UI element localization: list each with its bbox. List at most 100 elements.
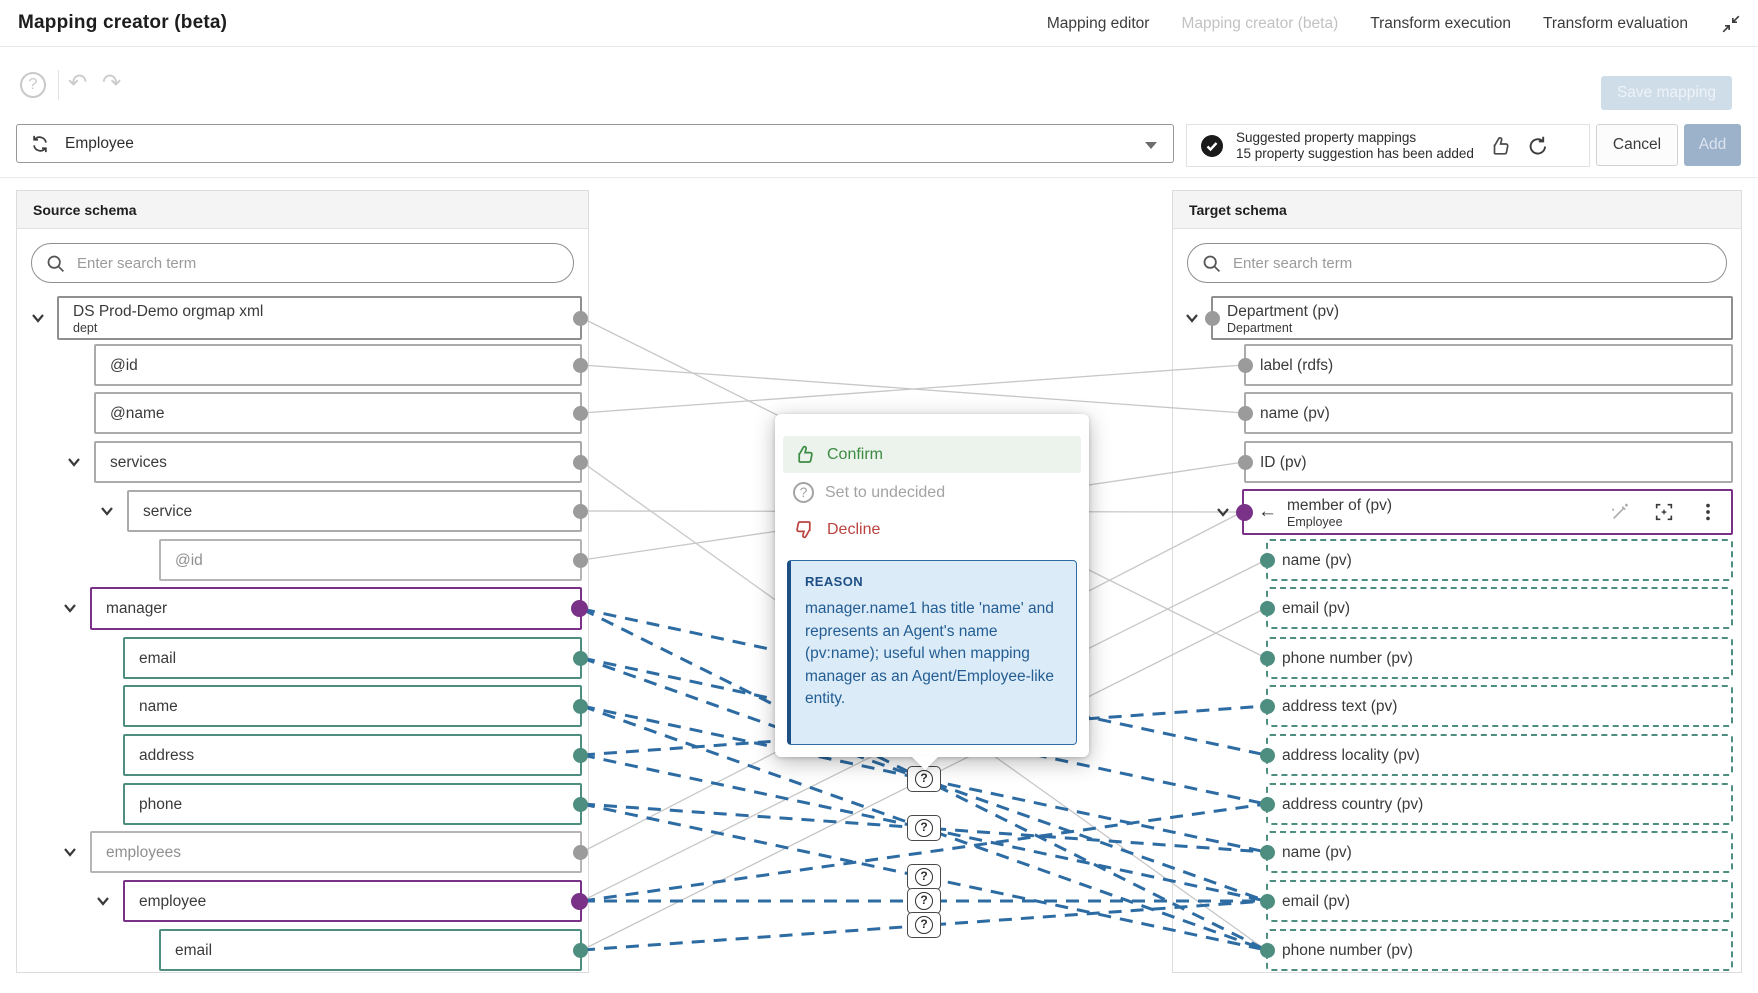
cancel-button[interactable]: Cancel (1596, 124, 1678, 166)
target-search[interactable] (1187, 243, 1727, 283)
connection-port[interactable] (573, 650, 588, 666)
connection-port[interactable] (571, 892, 588, 910)
target-node-name-pv-[interactable]: name (pv) (1260, 831, 1733, 873)
collapse-icon[interactable] (1720, 13, 1742, 35)
connection-port[interactable] (573, 503, 588, 519)
connection-port[interactable] (1260, 650, 1275, 666)
source-node-address[interactable]: address (123, 734, 588, 776)
connection-port[interactable] (1238, 405, 1253, 421)
source-search-input[interactable] (77, 254, 510, 272)
source-node-employee[interactable]: employee (123, 880, 588, 922)
chevron-down-icon (1145, 142, 1157, 149)
undecided-suggestion-badge[interactable]: ? (907, 888, 941, 914)
undecided-suggestion-badge[interactable]: ? (907, 864, 941, 890)
chevron-down-icon[interactable] (95, 893, 111, 909)
connection-port[interactable] (573, 357, 588, 373)
connection-port[interactable] (1260, 942, 1275, 958)
kebab-menu-icon[interactable] (1697, 501, 1719, 523)
redo-icon[interactable]: ↷ (102, 69, 122, 95)
source-node-services[interactable]: services (94, 441, 588, 483)
chevron-down-icon[interactable] (62, 600, 78, 616)
focus-icon[interactable] (1653, 501, 1675, 523)
source-node-service[interactable]: service (127, 490, 588, 532)
chevron-down-icon[interactable] (1184, 310, 1200, 326)
suggestion-title: Suggested property mappings (1236, 129, 1417, 145)
connection-port[interactable] (573, 747, 588, 763)
chevron-down-icon[interactable] (66, 454, 82, 470)
connection-port[interactable] (1260, 844, 1275, 860)
connection-port[interactable] (573, 796, 588, 812)
connection-port[interactable] (1260, 893, 1275, 909)
add-button[interactable]: Add (1684, 124, 1741, 166)
chevron-down-icon[interactable] (30, 310, 46, 326)
connection-port[interactable] (1236, 503, 1253, 521)
source-node-name[interactable]: name (123, 685, 588, 727)
source-node-email[interactable]: email (123, 637, 588, 679)
target-node-department-pv-[interactable]: Department (pv)Department (1205, 296, 1733, 340)
target-search-input[interactable] (1233, 254, 1664, 272)
confirm-label: Confirm (827, 445, 884, 463)
connection-port[interactable] (573, 454, 588, 470)
connection-port[interactable] (1260, 600, 1275, 616)
chevron-down-icon[interactable] (1215, 504, 1231, 520)
source-search[interactable] (31, 243, 574, 283)
source-node-employees[interactable]: employees (90, 831, 588, 873)
section-divider (0, 177, 1758, 178)
target-node-phone-number-pv-[interactable]: phone number (pv) (1260, 929, 1733, 971)
undecided-menu-item[interactable]: ? Set to undecided (783, 474, 1081, 511)
source-node-phone[interactable]: phone (123, 783, 588, 825)
connection-port[interactable] (1260, 698, 1275, 714)
source-node--id[interactable]: @id (159, 539, 588, 581)
connection-port[interactable] (1260, 747, 1275, 763)
connection-port[interactable] (1238, 454, 1253, 470)
thumbs-up-icon[interactable] (1488, 134, 1512, 158)
target-node-id-pv-[interactable]: ID (pv) (1238, 441, 1733, 483)
wand-icon[interactable] (1609, 501, 1631, 523)
undo-icon[interactable]: ↶ (68, 69, 88, 95)
nav-mapping-creator[interactable]: Mapping creator (beta) (1181, 14, 1339, 32)
source-node-email[interactable]: email (159, 929, 588, 971)
chevron-down-icon[interactable] (62, 844, 78, 860)
target-node-phone-number-pv-[interactable]: phone number (pv) (1260, 637, 1733, 679)
target-node-address-country-pv-[interactable]: address country (pv) (1260, 783, 1733, 825)
target-node-name-pv-[interactable]: name (pv) (1238, 392, 1733, 434)
connection-port[interactable] (1260, 552, 1275, 568)
connection-port[interactable] (573, 310, 588, 326)
source-node-manager[interactable]: manager (90, 587, 588, 630)
target-node-member-of-pv-[interactable]: ←member of (pv)Employee (1236, 489, 1733, 535)
source-node--name[interactable]: @name (94, 392, 588, 434)
connection-port[interactable] (1260, 796, 1275, 812)
connection-port[interactable] (1205, 310, 1220, 326)
toolbar-divider (58, 70, 59, 100)
nav-mapping-editor[interactable]: Mapping editor (1046, 14, 1150, 32)
undecided-suggestion-badge[interactable]: ? (907, 815, 941, 841)
popup-pointer (911, 756, 939, 770)
target-node-email-pv-[interactable]: email (pv) (1260, 880, 1733, 922)
help-icon[interactable]: ? (20, 72, 46, 98)
confirm-menu-item[interactable]: Confirm (783, 436, 1081, 473)
chevron-down-icon[interactable] (99, 503, 115, 519)
target-node-email-pv-[interactable]: email (pv) (1260, 587, 1733, 629)
connection-port[interactable] (573, 942, 588, 958)
target-node-label-rdfs-[interactable]: label (rdfs) (1238, 344, 1733, 386)
reason-panel: REASON manager.name1 has title 'name' an… (787, 560, 1077, 745)
nav-transform-execution[interactable]: Transform execution (1370, 14, 1511, 32)
connection-port[interactable] (573, 552, 588, 568)
source-node--id[interactable]: @id (94, 344, 588, 386)
decline-menu-item[interactable]: Decline (783, 511, 1081, 548)
connection-port[interactable] (1238, 357, 1253, 373)
connection-port[interactable] (571, 600, 588, 617)
undecided-suggestion-badge[interactable]: ? (907, 912, 941, 938)
target-node-name-pv-[interactable]: name (pv) (1260, 539, 1733, 581)
save-mapping-button[interactable]: Save mapping (1601, 76, 1732, 110)
connection-port[interactable] (573, 405, 588, 421)
back-arrow-icon[interactable]: ← (1258, 501, 1277, 522)
refresh-icon[interactable] (1526, 134, 1550, 158)
connection-port[interactable] (573, 698, 588, 714)
target-node-address-locality-pv-[interactable]: address locality (pv) (1260, 734, 1733, 776)
connection-port[interactable] (573, 844, 588, 860)
entity-dropdown[interactable]: Employee (16, 124, 1174, 163)
target-node-address-text-pv-[interactable]: address text (pv) (1260, 685, 1733, 727)
nav-transform-evaluation[interactable]: Transform evaluation (1542, 14, 1688, 32)
